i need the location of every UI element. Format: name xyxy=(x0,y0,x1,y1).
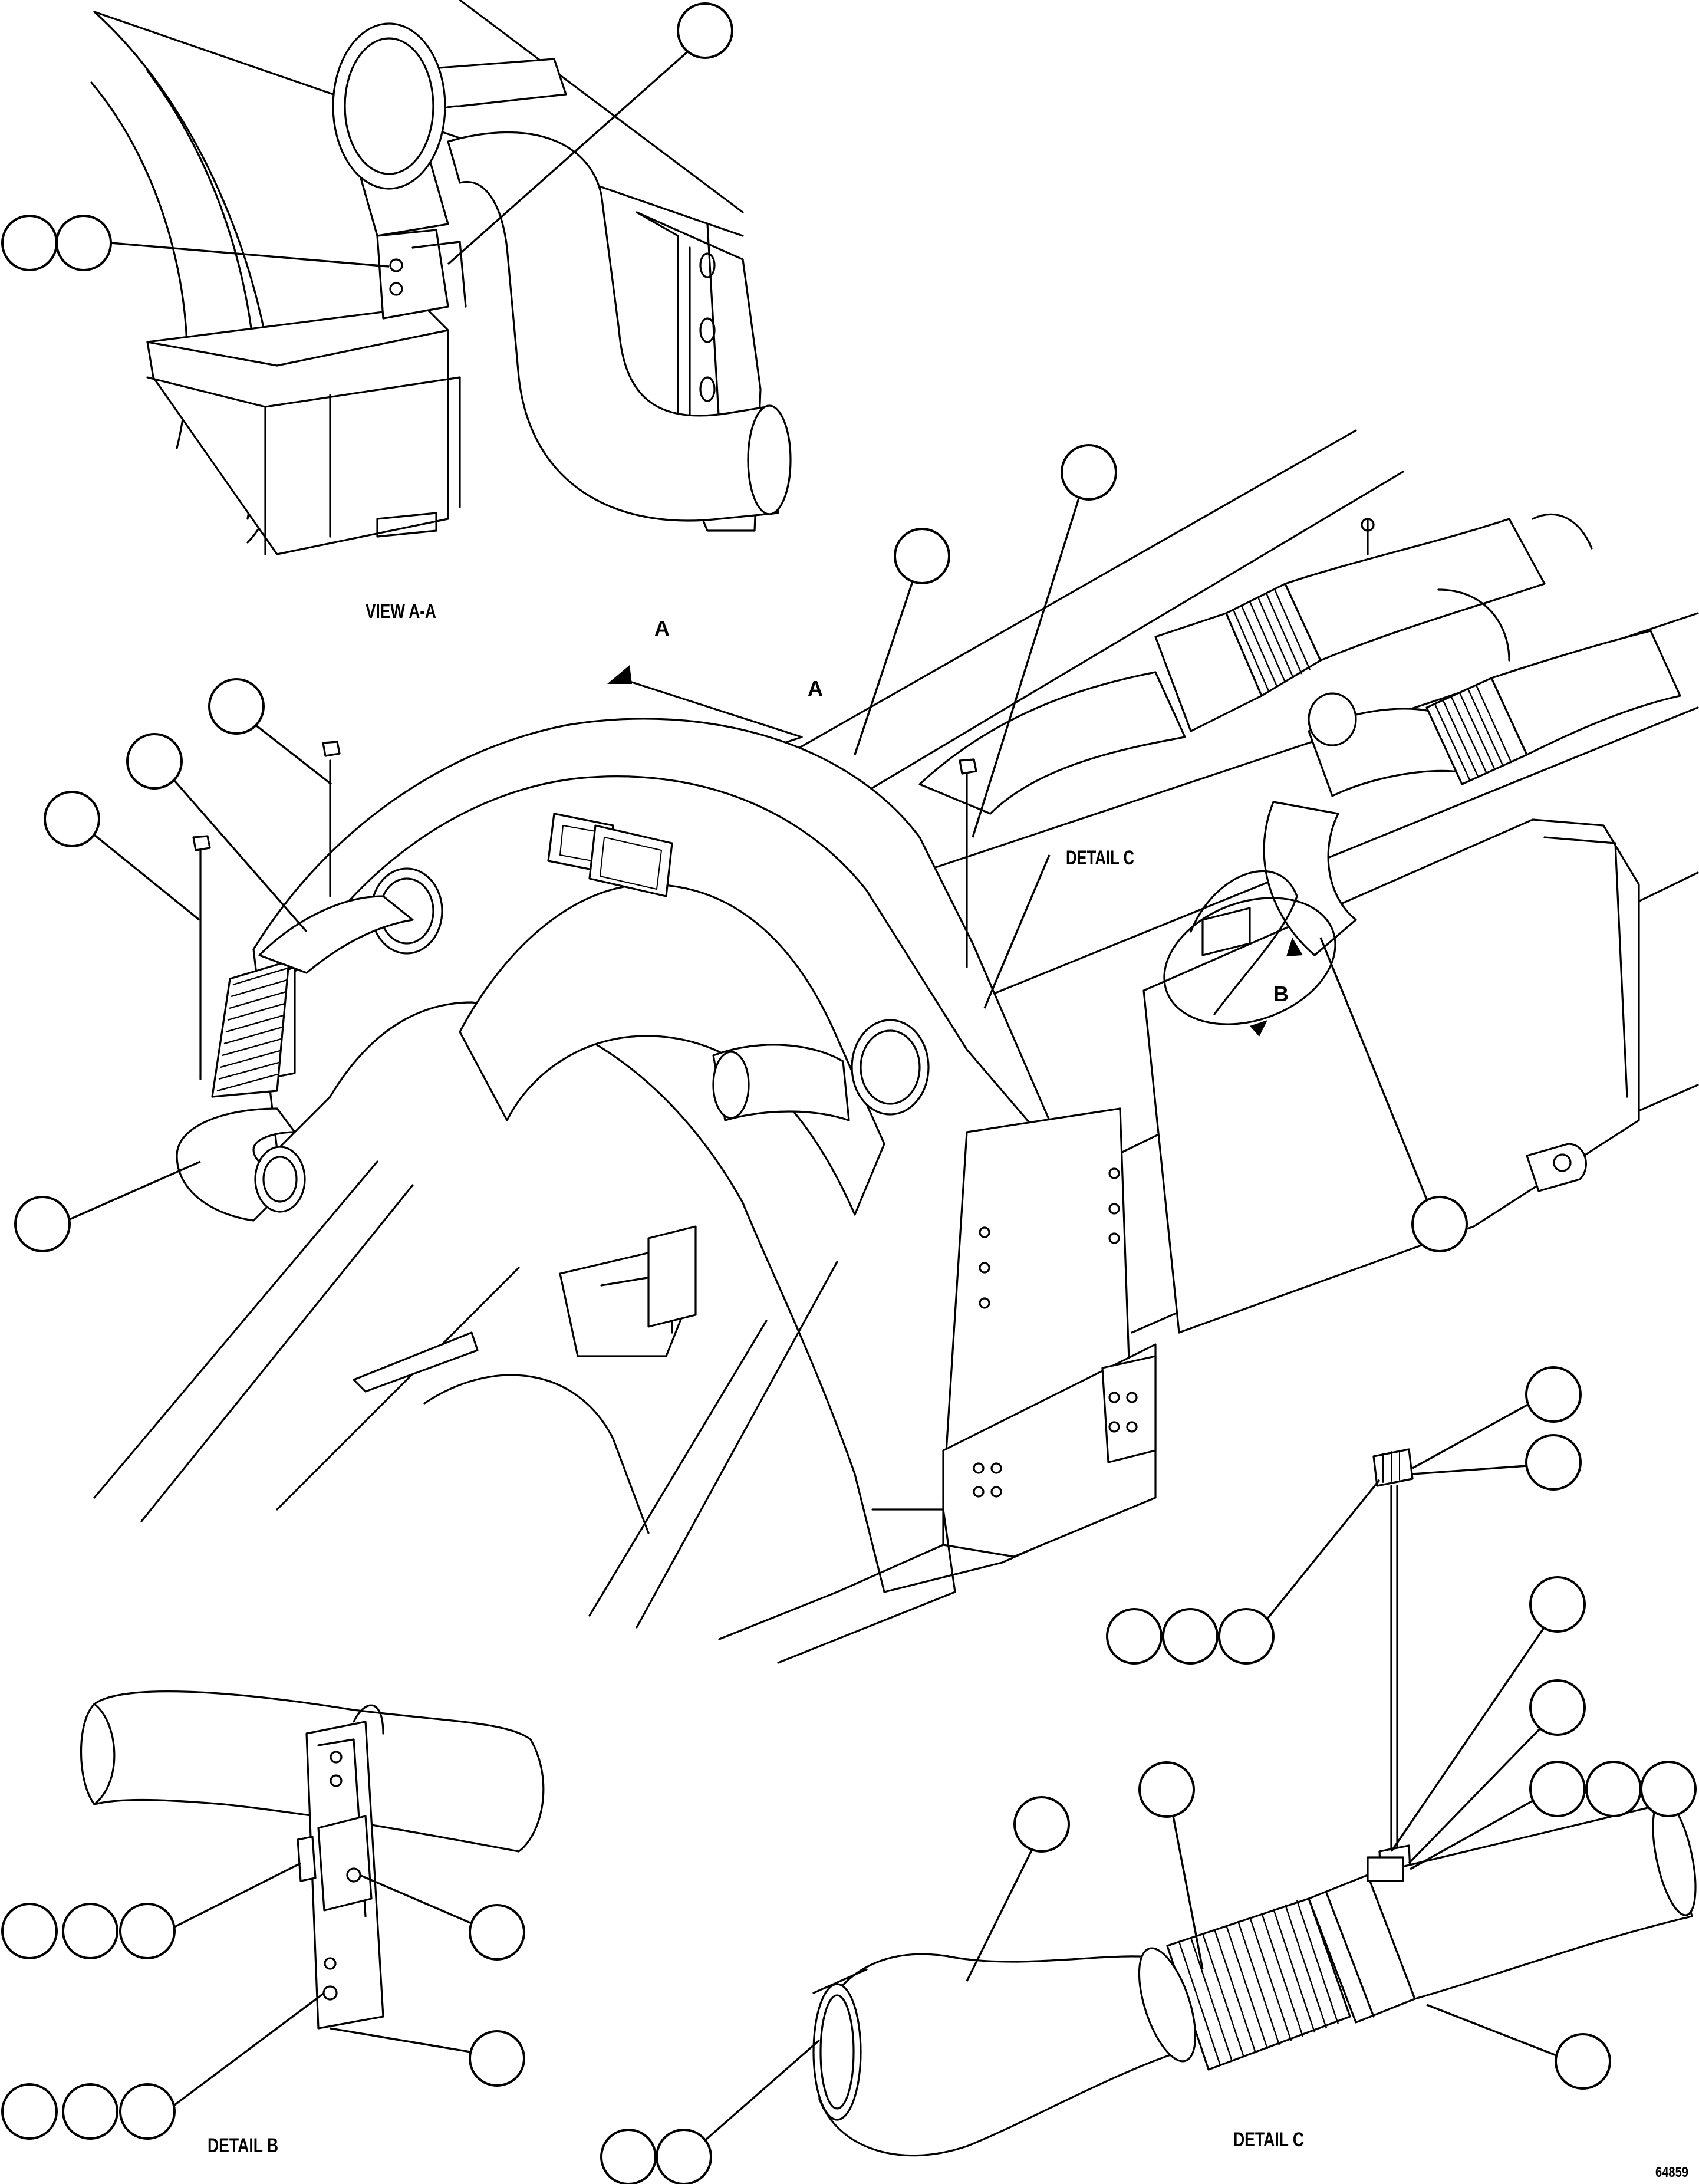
detail-b-callouts xyxy=(1,1862,525,2140)
detail-c-label: DETAIL C xyxy=(1233,2129,1304,2151)
detail-b-label: DETAIL B xyxy=(208,2134,278,2157)
detail-b-marker-label: B xyxy=(1273,982,1289,1006)
section-a-left-label: A xyxy=(654,616,670,640)
drawing-number: 64859 xyxy=(1655,2165,1688,2180)
main-callouts xyxy=(14,444,1468,1252)
detail-c-bellows xyxy=(1178,1900,1339,2066)
arrow-head-icon xyxy=(1286,938,1303,956)
detail-c-main-label: DETAIL C xyxy=(1066,847,1134,869)
bolt-pattern-upper xyxy=(973,1167,1138,1498)
main-frame-assembly xyxy=(93,429,1699,1664)
detail-b-inset xyxy=(80,1690,545,2030)
view-aa-callouts xyxy=(1,2,733,271)
view-aa-inset xyxy=(90,0,792,555)
left-bellows xyxy=(211,960,290,1098)
view-aa-label: VIEW A-A xyxy=(366,600,436,623)
arrow-head-icon xyxy=(607,665,632,684)
arrow-head-icon xyxy=(1250,1020,1267,1037)
detail-c-inset xyxy=(812,1448,1697,2157)
detail-c-callouts xyxy=(600,1366,1697,2184)
section-a-right-label: A xyxy=(808,676,823,700)
